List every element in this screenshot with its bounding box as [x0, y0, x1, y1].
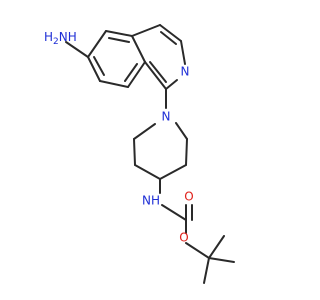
isoquinoline-nitrogen-label: N	[181, 65, 190, 79]
carbonyl-oxygen-label: O	[184, 190, 193, 204]
piperidine-nitrogen-label: N	[162, 110, 171, 124]
pyridine-ring	[131, 24, 186, 90]
bond	[134, 164, 161, 180]
molecule-diagram: H2NH N N NH O O	[44, 24, 235, 284]
bond	[105, 30, 133, 37]
ester-oxygen-label: O	[179, 231, 188, 245]
bond	[87, 56, 101, 82]
bond	[87, 30, 107, 58]
double-bond-inner	[160, 31, 177, 45]
double-bond-inner	[108, 37, 130, 43]
bond	[161, 204, 187, 221]
double-bond-inner	[124, 63, 138, 82]
bond	[131, 24, 161, 37]
amine-label: H2NH	[44, 30, 77, 47]
bond	[180, 40, 186, 65]
benzo-ring	[87, 30, 146, 88]
bond	[203, 257, 210, 284]
carbamate-nh-label: NH	[142, 194, 160, 208]
carbamate-group	[161, 204, 210, 259]
bond	[208, 257, 235, 263]
bond	[175, 122, 188, 140]
double-bond-inner	[149, 61, 167, 83]
tert-butyl-group	[203, 235, 235, 284]
bond	[127, 61, 146, 88]
structure-canvas: H2NH N N NH O O	[44, 24, 235, 284]
bond	[131, 35, 146, 63]
bond	[208, 235, 225, 259]
bond	[99, 80, 129, 88]
bond-to-amine	[65, 41, 89, 58]
bond	[159, 24, 182, 42]
bond	[165, 79, 178, 90]
bond-to-tbutyl	[185, 242, 210, 259]
bond	[133, 138, 136, 166]
bond	[144, 61, 167, 90]
bond	[185, 138, 188, 166]
piperidine-ring	[133, 122, 188, 180]
bond	[133, 123, 156, 140]
double-bond-inner	[93, 56, 105, 76]
bond	[159, 164, 187, 180]
